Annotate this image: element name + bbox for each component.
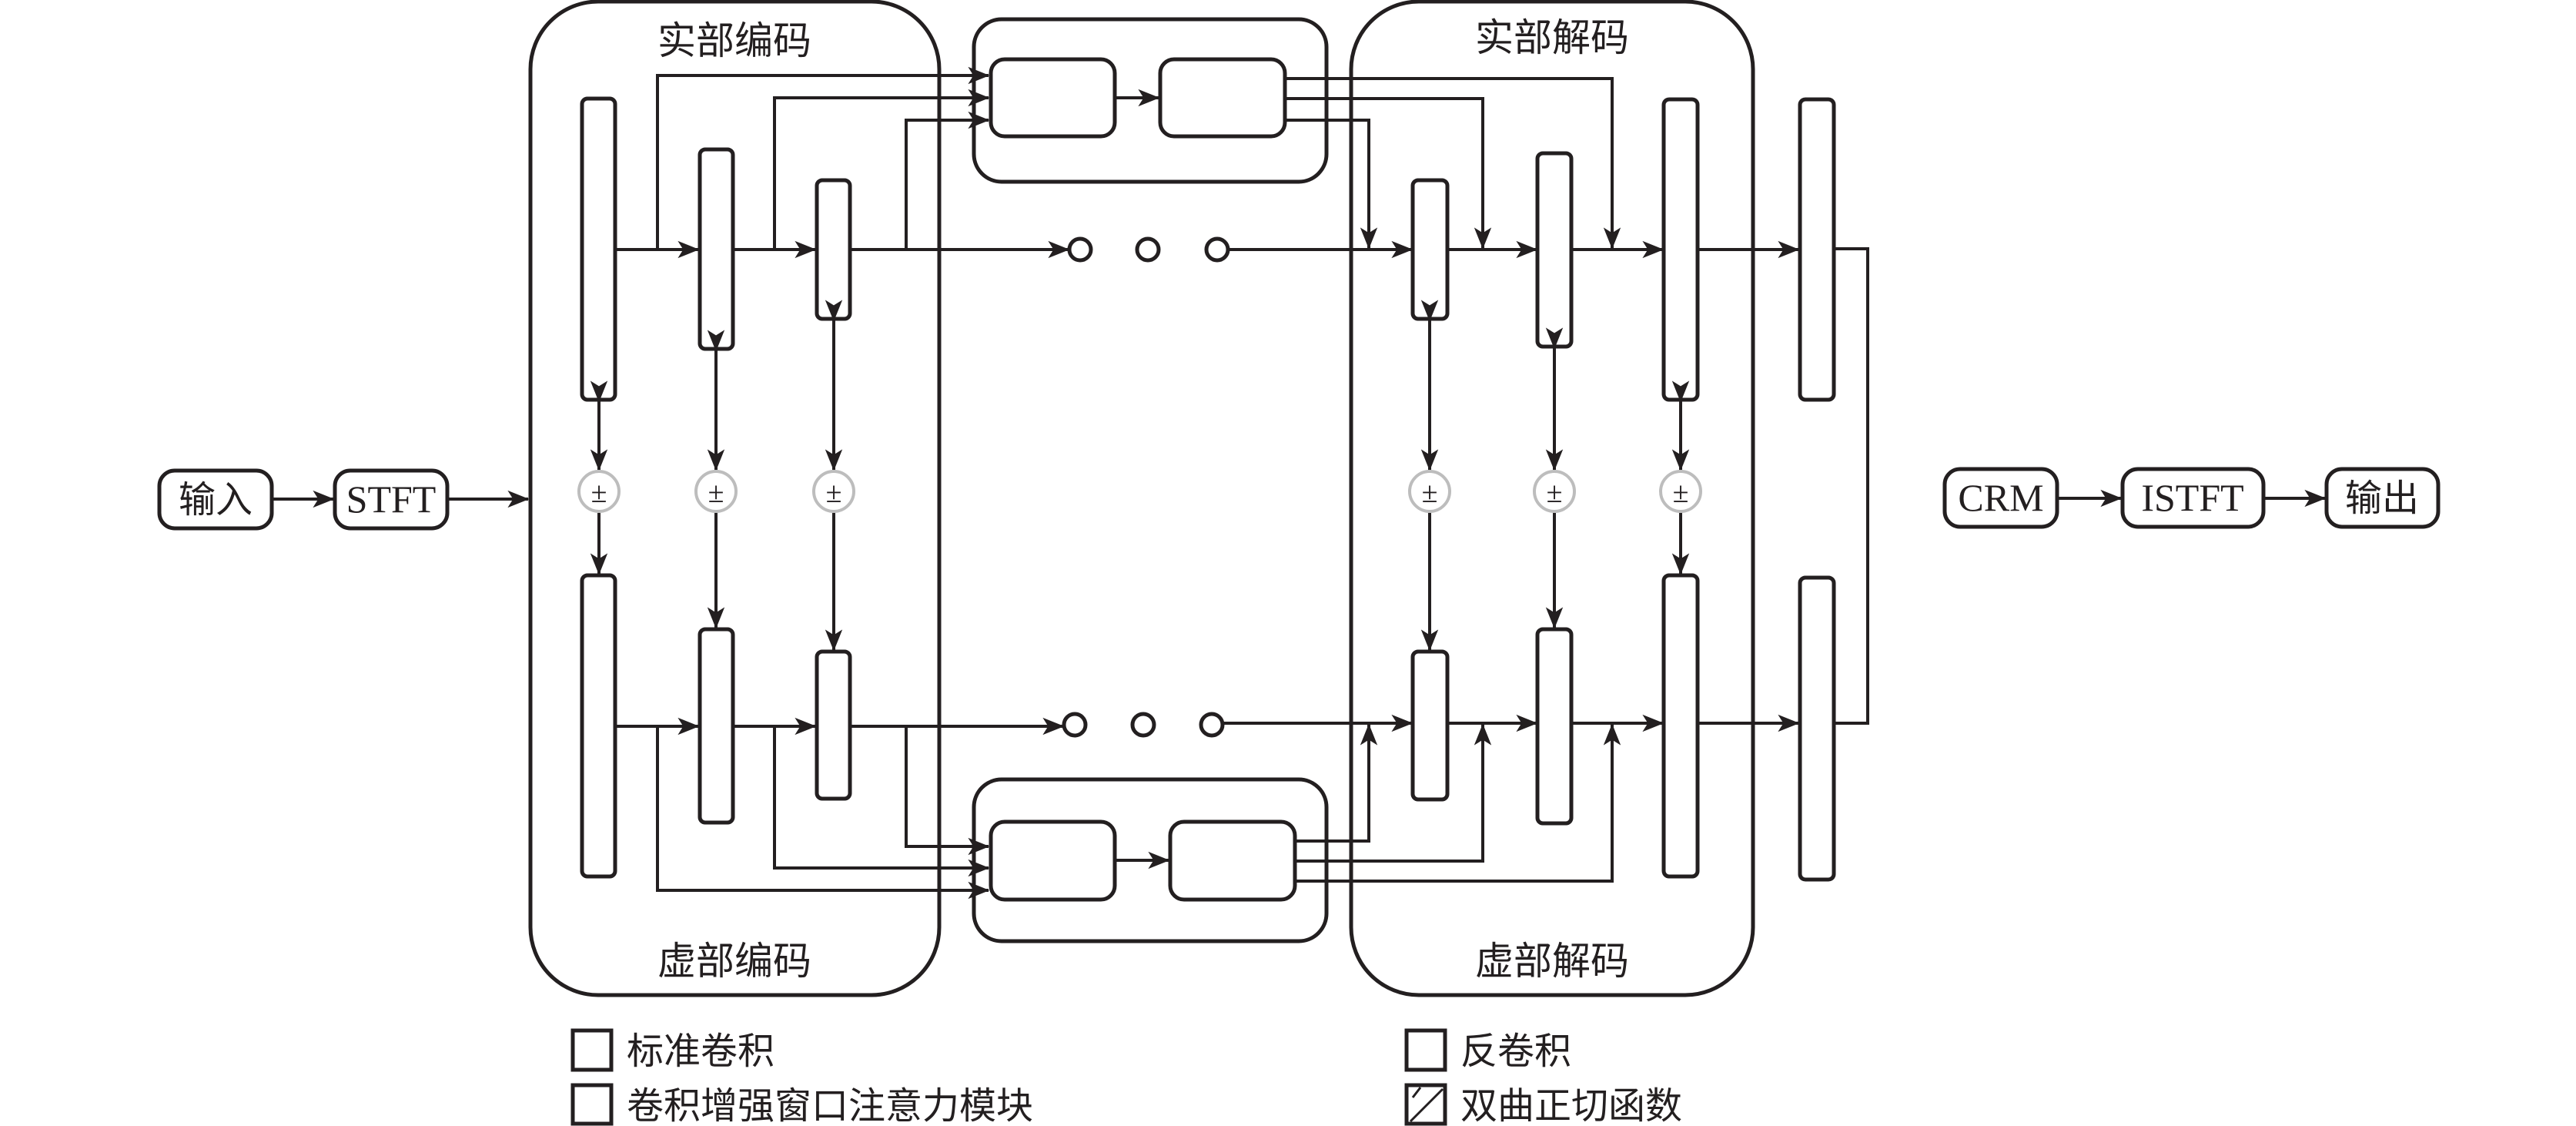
legend-swatch-diagonal — [1404, 1083, 1447, 1126]
attention-blocks-bottom — [989, 819, 1297, 902]
input-block: 输入 — [157, 468, 274, 531]
plusminus-symbol: ± — [826, 477, 842, 509]
imag-decoder-title: 虚部解码 — [1475, 939, 1629, 984]
attention-block — [989, 57, 1117, 139]
att-skip-top-3 — [1285, 119, 1378, 250]
tanh-block-real — [1798, 97, 1836, 402]
plusminus-node: ± — [1659, 470, 1702, 513]
legend-swatch-plain — [570, 1028, 614, 1072]
output-block: 输出 — [2324, 467, 2441, 529]
att-skip-top-2 — [1285, 97, 1492, 250]
conv-block — [815, 178, 852, 321]
attention-container-top — [972, 17, 1329, 184]
ellipsis-node — [1062, 712, 1088, 738]
attention-block — [1168, 819, 1297, 902]
real-decoder-title: 实部解码 — [1475, 15, 1629, 60]
skip-line-top-1 — [656, 66, 990, 250]
output-label: 输出 — [2345, 477, 2419, 520]
crm-label: CRM — [1958, 476, 2043, 519]
legend-item-standard-conv: 标准卷积 — [570, 1028, 774, 1073]
attention-block — [1158, 57, 1287, 139]
legend-label: 卷积增强窗口注意力模块 — [627, 1084, 1033, 1126]
deconv-block — [1661, 97, 1700, 402]
deconv-block — [1661, 573, 1700, 879]
output-box — [2324, 467, 2441, 529]
plusminus-node: ± — [577, 470, 621, 513]
ellipsis-top — [1067, 236, 1230, 263]
plusminus-node: ± — [1408, 470, 1451, 513]
skip-line-top-2 — [773, 89, 990, 250]
legend-swatch-crosshatch — [570, 1083, 614, 1126]
imag-encoder-layers — [580, 573, 852, 879]
plusminus-symbol: ± — [1422, 477, 1438, 509]
real-encoder-title: 实部编码 — [657, 18, 811, 63]
legend-label: 标准卷积 — [627, 1030, 774, 1073]
decoder-container — [1349, 0, 1755, 997]
tanh-merge-connector — [1834, 247, 1869, 725]
att-skip-top-1 — [1285, 77, 1621, 250]
imag-decoder-layers — [1410, 573, 1700, 879]
skip-line-bottom-1 — [656, 726, 990, 900]
decoder-pm-links — [1420, 300, 1690, 652]
legend-item-deconv: 反卷积 — [1404, 1028, 1571, 1073]
legend-label: 反卷积 — [1460, 1030, 1571, 1073]
legend-swatch-dots — [1404, 1028, 1447, 1072]
plusminus-node: ± — [1533, 470, 1576, 513]
deconv-block — [1410, 649, 1450, 802]
skip-line-bottom-2 — [773, 726, 990, 877]
plusminus-symbol: ± — [1547, 477, 1563, 509]
ellipsis-node — [1135, 236, 1161, 263]
stft-label: STFT — [346, 478, 437, 521]
plusminus-node: ± — [812, 470, 855, 513]
input-label: 输入 — [179, 478, 253, 521]
deconv-block — [1410, 178, 1450, 321]
skip-line-bottom-3 — [905, 726, 990, 856]
conv-block — [580, 573, 617, 879]
legend-label: 双曲正切函数 — [1460, 1084, 1682, 1126]
ellipsis-bottom — [1062, 712, 1225, 738]
legend-diagonal-stroke — [1411, 1087, 1422, 1098]
ellipsis-node — [1199, 712, 1225, 738]
attention-blocks-top — [989, 57, 1287, 139]
skip-line-top-3 — [905, 111, 990, 250]
legend-item-tanh: 双曲正切函数 — [1404, 1083, 1682, 1126]
tanh-block-imag — [1798, 575, 1836, 882]
conv-block — [580, 96, 617, 402]
stft-block: STFT — [333, 468, 450, 531]
legend-diagonal-stroke — [1409, 1087, 1444, 1123]
legend: 标准卷积 卷积增强窗口注意力模块 反卷积 双曲正切函数 — [570, 1028, 1682, 1126]
imag-encoder-title: 虚部编码 — [657, 939, 811, 984]
deconv-block — [1535, 627, 1574, 826]
att-skip-bottom-3 — [1295, 723, 1378, 843]
attention-block — [989, 819, 1117, 902]
plusminus-node: ± — [694, 470, 738, 513]
crm-block: CRM — [1942, 467, 2059, 529]
plusminus-symbol: ± — [1673, 477, 1689, 509]
plusminus-nodes: ± ± ± ± ± ± — [577, 470, 1702, 513]
encoder-pm-links — [590, 300, 843, 652]
encoder-container — [528, 0, 942, 997]
ellipsis-node — [1130, 712, 1156, 738]
istft-block: ISTFT — [2120, 467, 2266, 529]
plusminus-symbol: ± — [708, 477, 724, 509]
conv-block — [698, 627, 735, 825]
deconv-block — [1535, 151, 1574, 349]
conv-block — [815, 649, 852, 801]
conv-block — [698, 147, 735, 351]
ellipsis-node — [1204, 236, 1230, 263]
legend-item-attention: 卷积增强窗口注意力模块 — [570, 1083, 1033, 1126]
istft-label: ISTFT — [2141, 476, 2243, 519]
plusminus-symbol: ± — [591, 477, 607, 509]
att-skip-bottom-2 — [1295, 723, 1492, 863]
ellipsis-node — [1067, 236, 1093, 263]
att-skip-bottom-1 — [1295, 723, 1621, 883]
